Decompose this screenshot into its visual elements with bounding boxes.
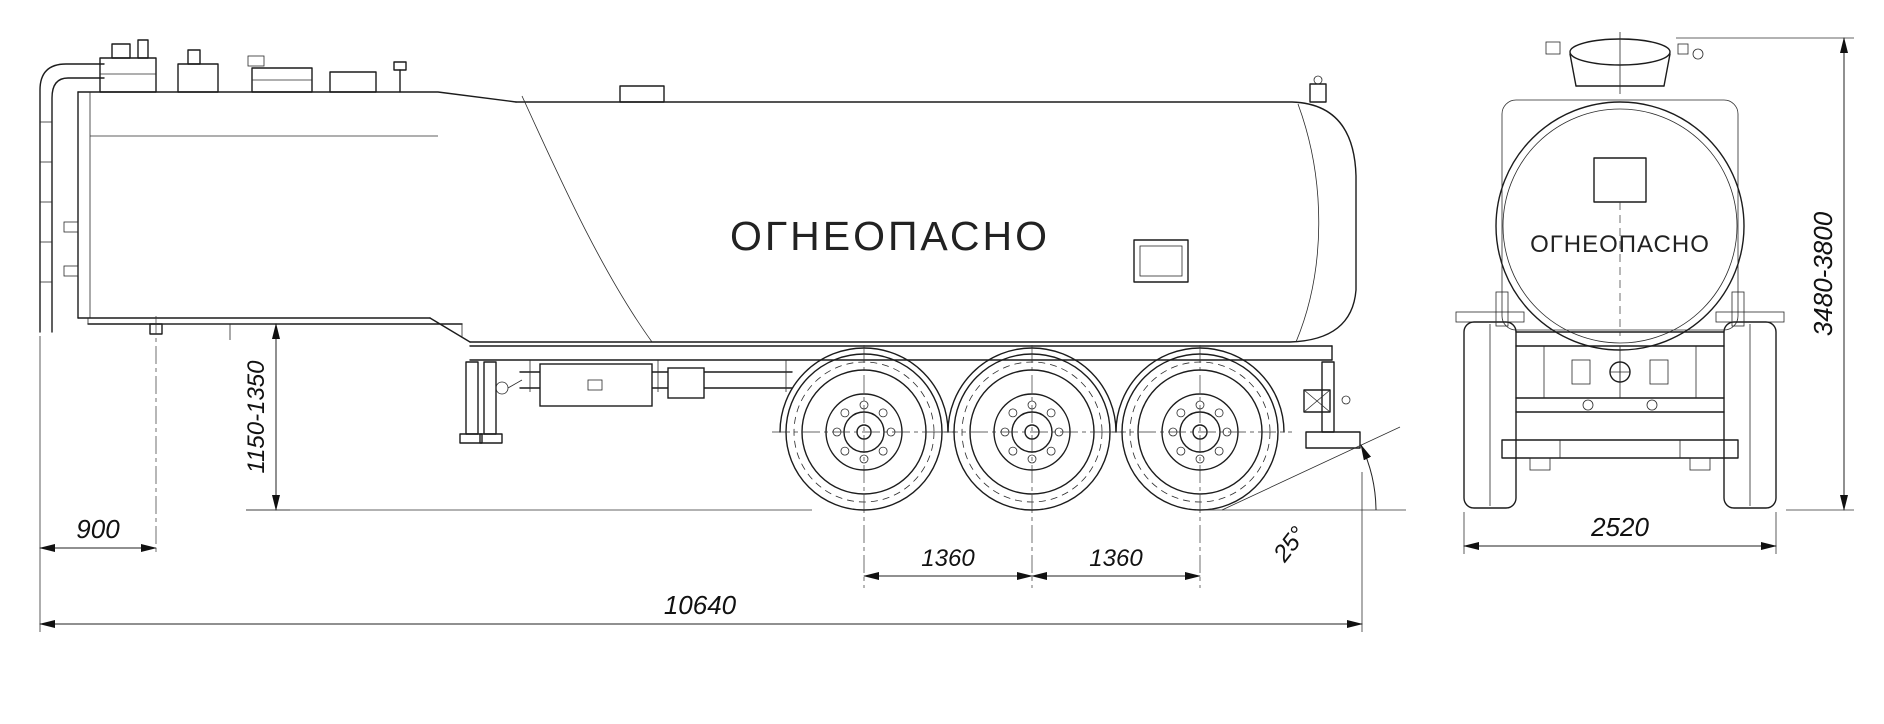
top-dome xyxy=(1545,32,1704,94)
dim-overall-height: 3480-3800 xyxy=(1676,37,1854,511)
hazard-plate xyxy=(1303,389,1331,413)
top-hatch xyxy=(619,85,665,103)
landing-gear xyxy=(459,361,523,444)
dim-overall-width: 2520 xyxy=(1463,512,1777,554)
front-ladder xyxy=(39,63,105,333)
dimensions: 900 1150-1350 1360 1360 25° xyxy=(39,37,1854,632)
front-plate xyxy=(1593,157,1647,203)
dim-fifth-wheel-height-label: 1150-1350 xyxy=(243,360,270,474)
front-wheels xyxy=(1455,311,1785,509)
dim-front-overhang: 900 xyxy=(39,316,157,632)
dim-axle-spacing-1: 1360 xyxy=(863,545,1033,580)
dim-front-overhang-label: 900 xyxy=(76,514,120,544)
dim-overall-length-label: 10640 xyxy=(664,590,737,620)
flammable-label-front: ОГНЕОПАСНО xyxy=(1530,231,1710,258)
side-plate xyxy=(1133,239,1189,283)
dim-fifth-wheel-height: 1150-1350 xyxy=(160,323,812,511)
dim-departure-angle: 25° xyxy=(1196,426,1406,568)
front-view: ОГНЕОПАСНО xyxy=(1455,32,1785,509)
dim-axle-spacing-2-label: 1360 xyxy=(1089,545,1143,572)
tank-shoulders xyxy=(1501,99,1739,331)
front-chassis xyxy=(1495,291,1745,471)
flammable-label-side: ОГНЕОПАСНО xyxy=(730,213,1050,259)
dim-departure-angle-label: 25° xyxy=(1268,521,1312,567)
dim-axle-spacing-2: 1360 xyxy=(1031,545,1201,580)
front-tank-section xyxy=(63,91,517,343)
dim-overall-height-label: 3480-3800 xyxy=(1808,211,1838,336)
chassis-frame xyxy=(469,345,1333,361)
dim-axle-spacing-1-label: 1360 xyxy=(921,545,975,572)
main-tank: ОГНЕОПАСНО xyxy=(469,75,1357,343)
side-view: ОГНЕОПАСНО xyxy=(39,39,1361,511)
dim-overall-length: 10640 xyxy=(39,472,1363,632)
toolbox xyxy=(539,363,705,407)
rear-bumper xyxy=(1303,361,1361,449)
dim-overall-width-label: 2520 xyxy=(1590,512,1649,542)
